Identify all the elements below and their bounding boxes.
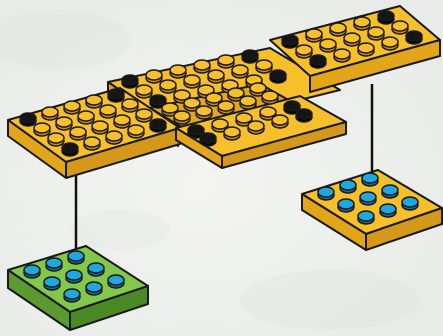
main-stud [92,121,108,134]
main-stud [20,113,36,126]
main-stud [306,29,322,42]
main-stud [146,70,162,83]
main-stud [330,23,346,36]
main-stud [310,55,326,68]
main-stud [160,80,176,93]
main-stud [200,133,216,146]
main-stud [64,101,80,114]
blue-stud [360,192,376,205]
blue-stud [382,185,398,198]
blue-stud [64,289,80,302]
main-stud [108,89,124,102]
blue-stud [380,204,396,217]
main-stud [248,121,264,134]
main-stud [194,60,210,73]
blue-stud [362,173,378,186]
main-stud [358,43,374,56]
blue-stud [66,270,82,283]
main-stud [378,11,394,24]
main-stud [106,131,122,144]
main-stud [262,91,278,104]
main-stud [224,127,240,140]
blue-stud [44,277,60,290]
main-stud [70,127,86,140]
main-stud [242,50,258,63]
main-stud [270,70,286,83]
blue-stud [86,282,102,295]
main-stud [218,55,234,68]
main-stud [296,109,312,122]
main-stud [218,101,234,114]
main-stud [282,35,298,48]
main-stud [56,117,72,130]
main-stud [272,115,288,128]
main-stud [344,33,360,46]
main-stud [406,31,422,44]
main-stud [174,111,190,124]
main-stud [100,105,116,118]
main-stud [150,119,166,132]
main-stud [196,106,212,119]
main-stud [48,133,64,146]
blue-stud [318,187,334,200]
main-stud [86,95,102,108]
main-stud [128,125,144,138]
main-stud [170,65,186,78]
blue-stud [88,263,104,276]
main-stud [84,137,100,150]
main-stud [34,123,50,136]
main-stud [122,99,138,112]
main-stud [184,75,200,88]
main-stud [240,96,256,109]
main-stud [354,17,370,30]
blue-stud [68,251,84,264]
main-stud [334,49,350,62]
main-stud [62,143,78,156]
main-stud [136,109,152,122]
main-stud [368,27,384,40]
main-stud [296,45,312,58]
blue-stud [46,258,62,271]
main-stud [42,107,58,120]
blue-stud [358,211,374,224]
main-stud [136,85,152,98]
main-stud [392,21,408,34]
main-stud [320,39,336,52]
main-stud [232,65,248,78]
blue-stud [338,199,354,212]
main-stud [122,75,138,88]
main-stud [78,111,94,124]
main-stud [114,115,130,128]
main-stud [256,60,272,73]
blue-stud [108,275,124,288]
main-stud [382,37,398,50]
blue-stud [340,180,356,193]
blue-stud [402,197,418,210]
blue-stud [24,265,40,278]
main-stud [208,70,224,83]
